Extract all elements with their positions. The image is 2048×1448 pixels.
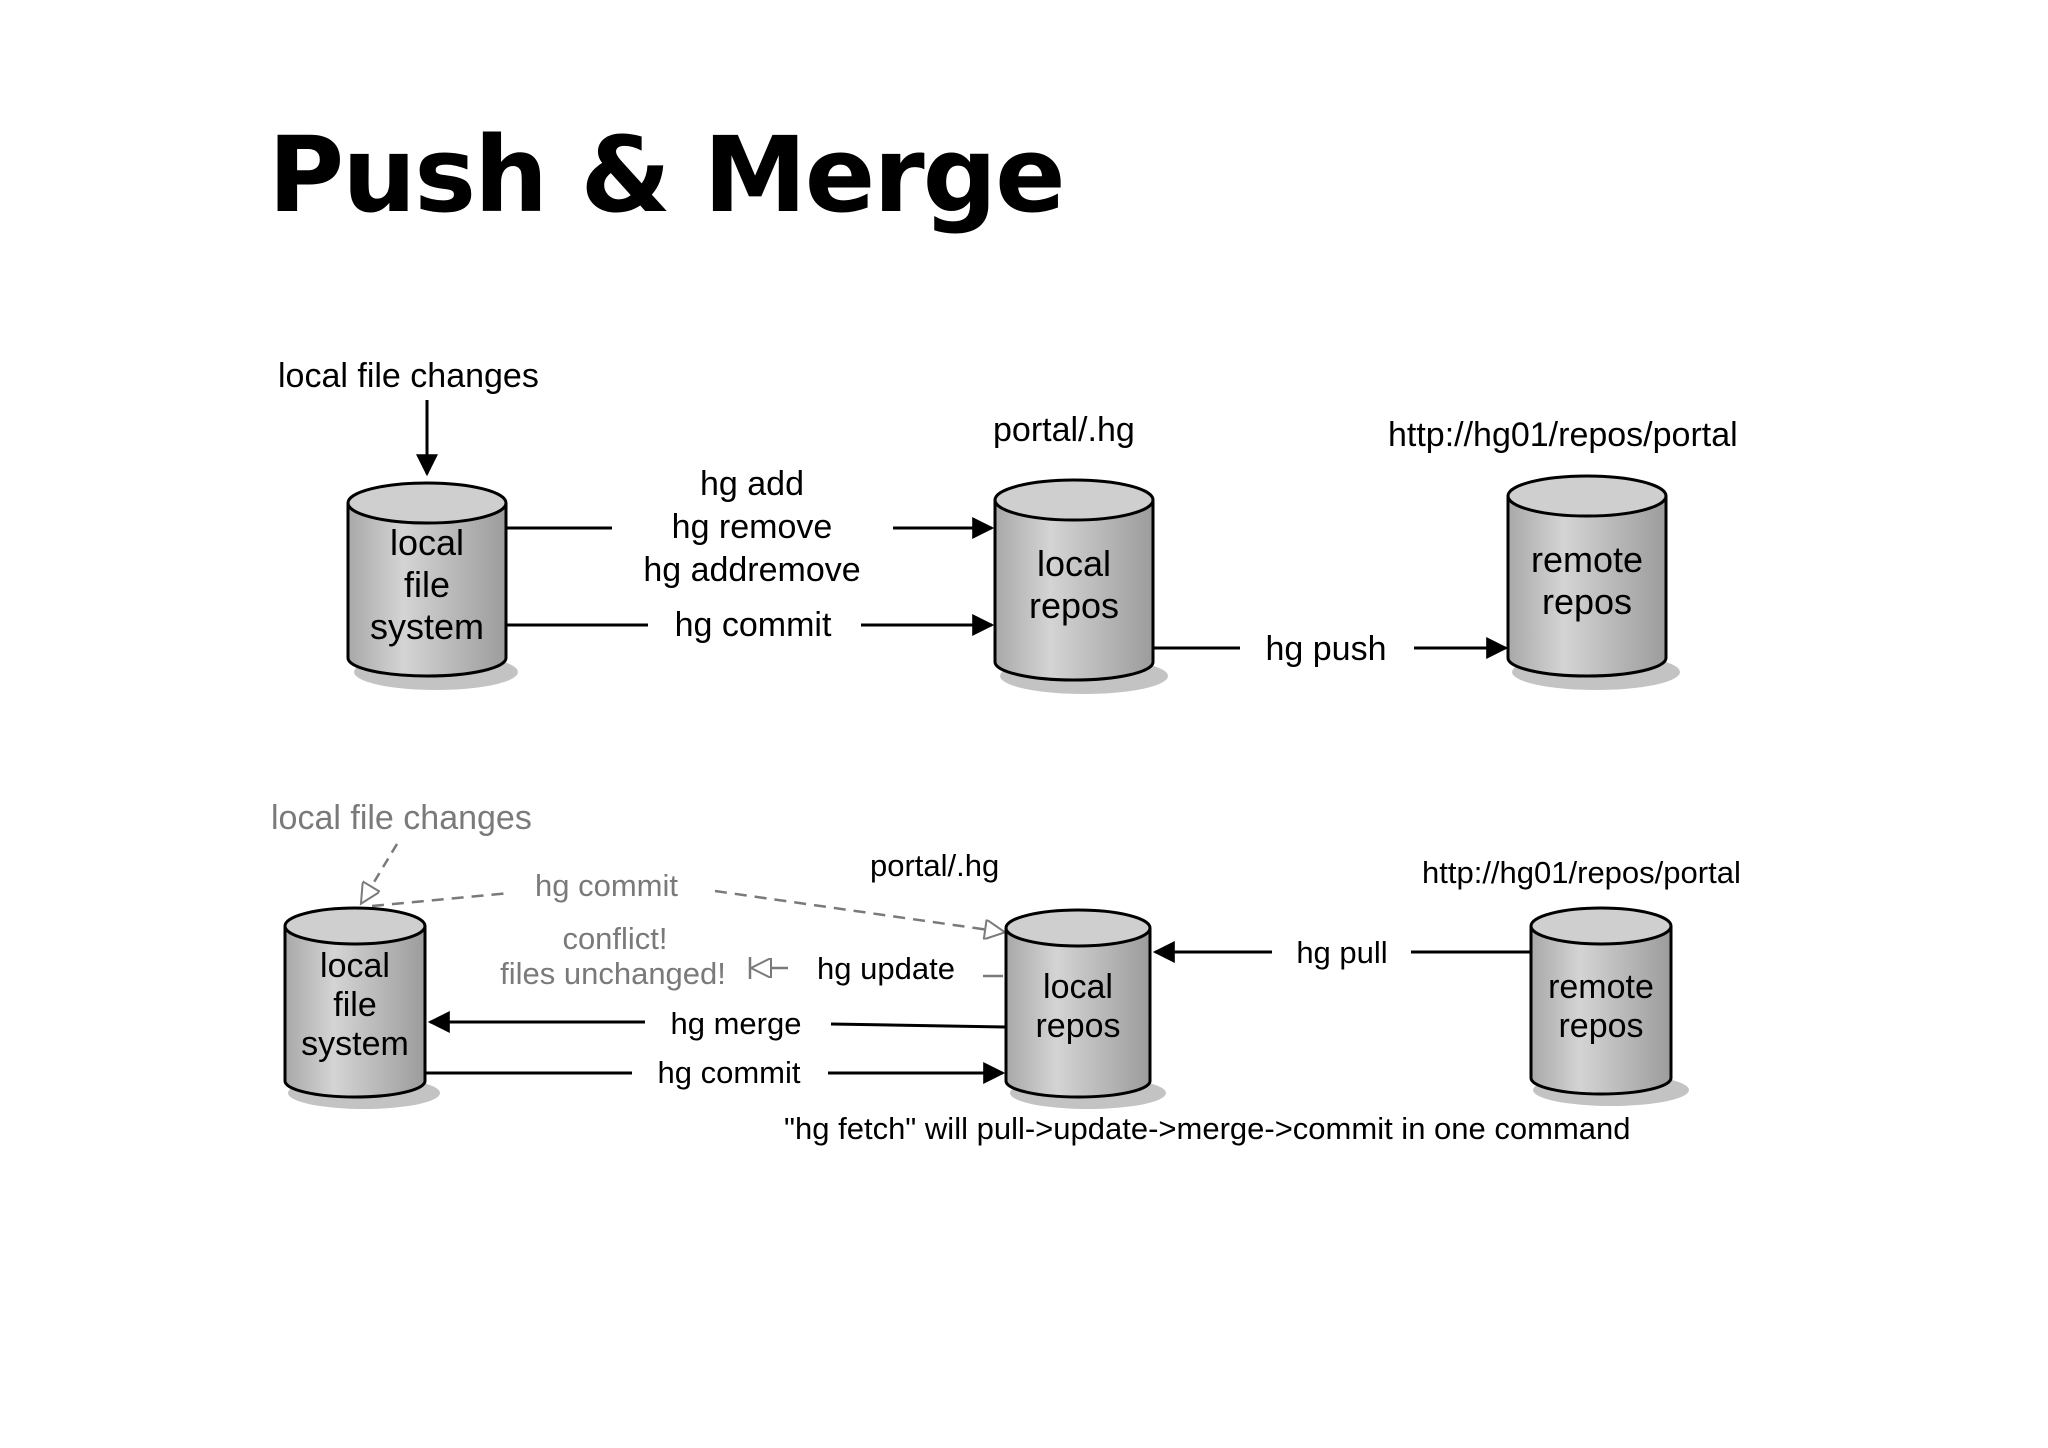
bottom-flow: local file changes hg commit portal/.hg … xyxy=(271,799,1741,1146)
bottom-local-repo-path: portal/.hg xyxy=(870,848,999,883)
bottom-remote-url: http://hg01/repos/portal xyxy=(1422,855,1741,890)
top-local-fs-cylinder: local file system xyxy=(346,481,518,690)
top-remote-url: http://hg01/repos/portal xyxy=(1388,416,1738,454)
hg-merge-label: hg merge xyxy=(671,1006,802,1041)
svg-text:local: local xyxy=(1037,543,1111,584)
svg-text:repos: repos xyxy=(1558,1007,1643,1045)
bottom-remote-repo-cylinder: remote repos xyxy=(1529,906,1689,1106)
hg-push-label: hg push xyxy=(1266,630,1387,668)
dashed-commit-arrow xyxy=(714,889,1003,932)
svg-text:system: system xyxy=(370,606,484,647)
hg-add-label: hg add xyxy=(700,465,804,503)
svg-text:remote: remote xyxy=(1531,539,1643,580)
hg-addremove-label: hg addremove xyxy=(643,551,860,589)
svg-text:local: local xyxy=(320,947,390,985)
bottom-dashed-commit-label: hg commit xyxy=(535,868,678,903)
svg-text:repos: repos xyxy=(1542,581,1632,622)
top-hg-commit-label: hg commit xyxy=(675,606,832,644)
hg-remove-label: hg remove xyxy=(672,508,833,546)
conflict-label: conflict! xyxy=(562,921,667,956)
bottom-changes-dashed-arrow xyxy=(362,843,399,902)
top-local-repo-path: portal/.hg xyxy=(993,411,1135,449)
hg-update-label: hg update xyxy=(817,951,955,986)
svg-text:remote: remote xyxy=(1548,968,1654,1006)
hg-fetch-note: "hg fetch" will pull->update->merge->com… xyxy=(784,1111,1631,1146)
svg-text:system: system xyxy=(301,1025,409,1063)
svg-text:repos: repos xyxy=(1029,585,1119,626)
svg-text:local: local xyxy=(390,522,464,563)
bottom-local-fs-cylinder: local file system xyxy=(283,906,440,1109)
merge-line-right xyxy=(830,1022,1006,1029)
hg-pull-label: hg pull xyxy=(1296,935,1387,970)
svg-text:local: local xyxy=(1043,968,1113,1006)
svg-text:file: file xyxy=(404,564,450,605)
top-remote-repo-cylinder: remote repos xyxy=(1506,474,1680,690)
svg-text:file: file xyxy=(333,986,376,1024)
top-local-file-changes-label: local file changes xyxy=(278,357,539,395)
bottom-local-repo-cylinder: local repos xyxy=(1004,908,1166,1109)
slide-title: Push & Merge xyxy=(268,114,1066,236)
top-local-repo-cylinder: local repos xyxy=(993,478,1168,694)
bottom-hg-commit-label: hg commit xyxy=(658,1055,801,1090)
files-unchanged-label: files unchanged! xyxy=(500,956,726,991)
bottom-local-file-changes-label: local file changes xyxy=(271,799,532,837)
dashed-commit-line-left xyxy=(371,891,511,908)
top-flow: local file changes local file system hg … xyxy=(278,357,1738,694)
svg-text:repos: repos xyxy=(1035,1007,1120,1045)
